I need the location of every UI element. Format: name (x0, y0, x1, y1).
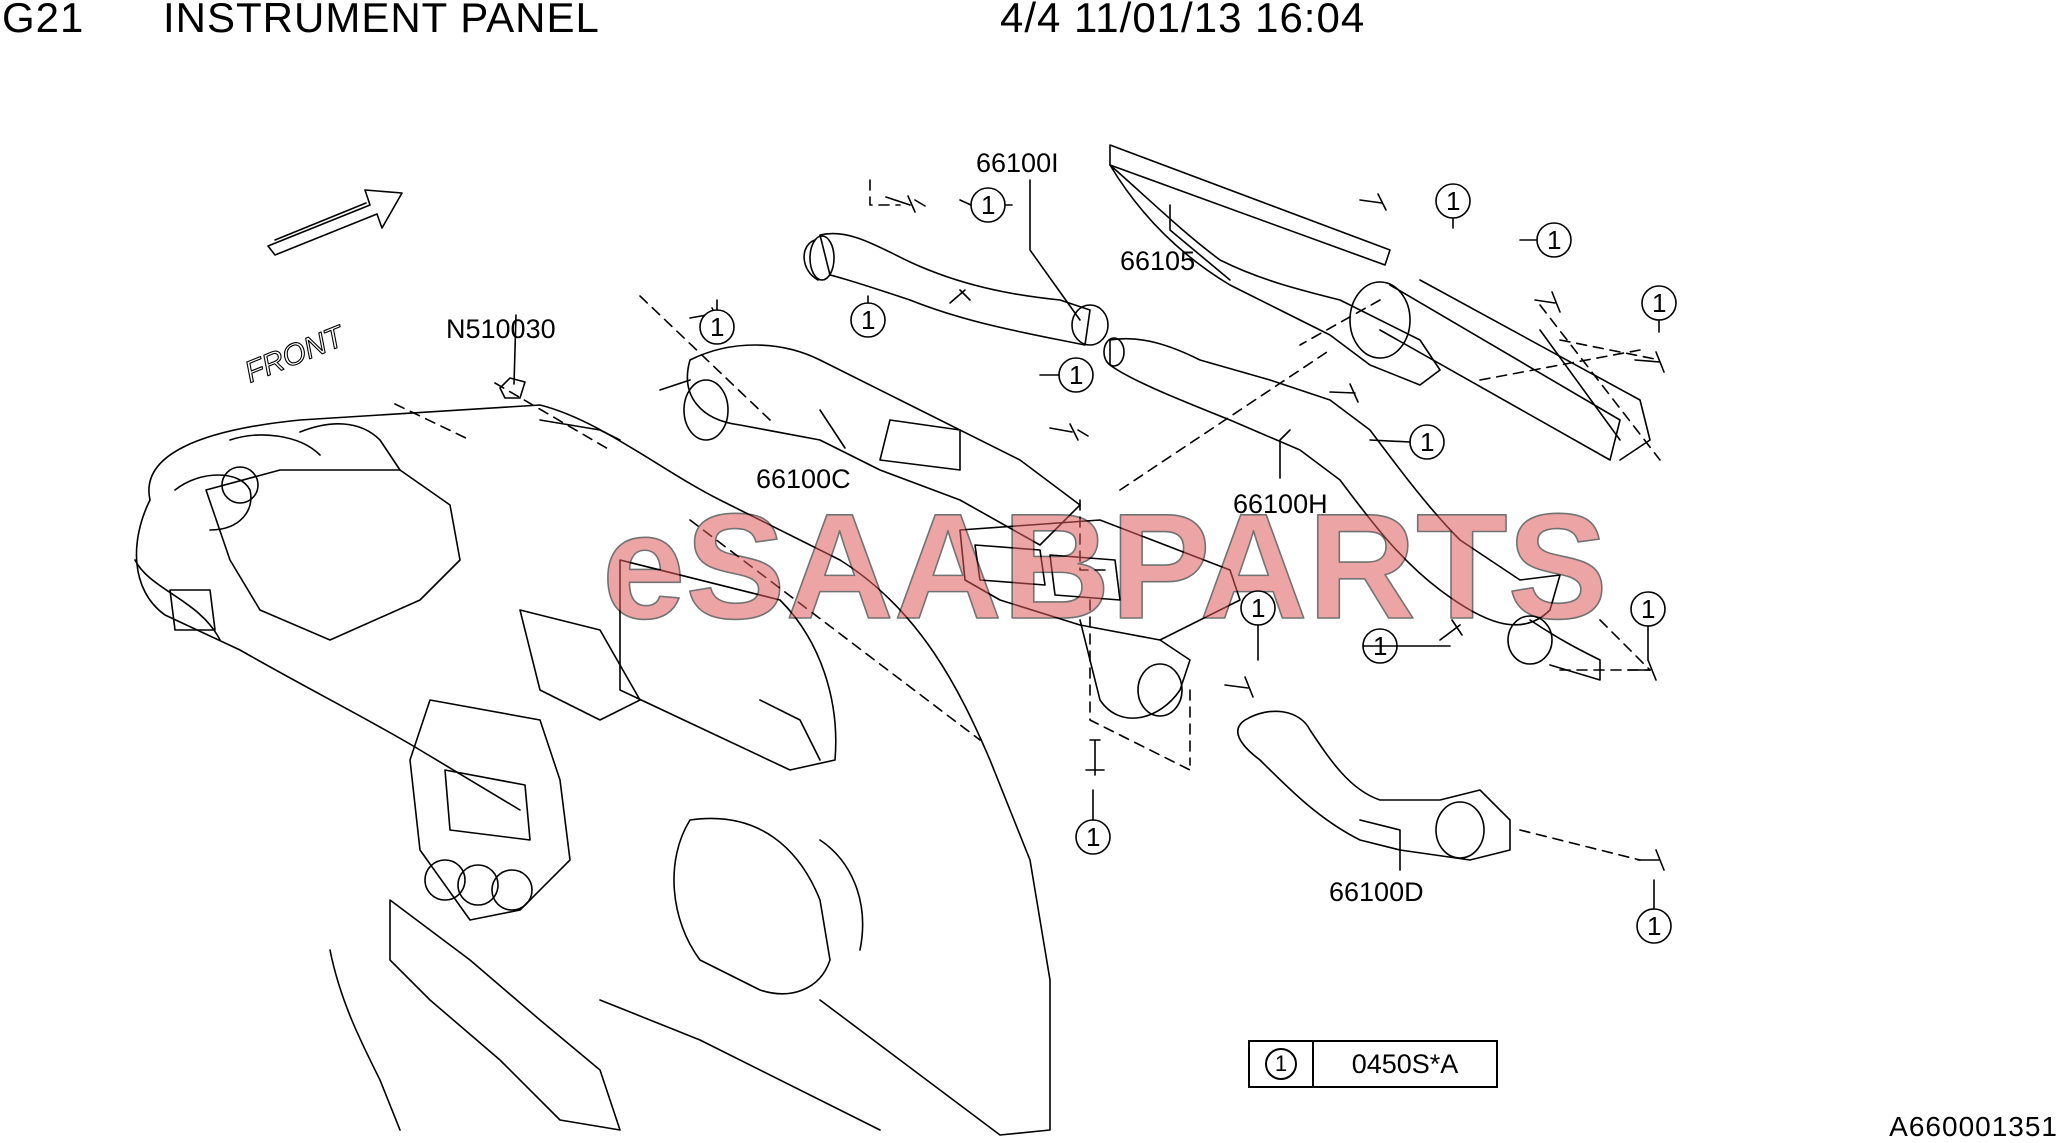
callout-stems (716, 199, 1660, 910)
callout-circle: 1 (1058, 357, 1094, 393)
callout-circle: 1 (1636, 908, 1672, 944)
svg-text:1: 1 (981, 190, 995, 220)
duct-66105 (1109, 144, 1651, 461)
duct-66100c (659, 344, 1081, 546)
page-info: 4/4 11/01/13 16:04 (1000, 0, 1366, 41)
diagram-reference: A660001351 (1889, 1111, 2058, 1142)
watermark: eSAABPARTS (602, 482, 1608, 650)
legend-callout-icon: 1 (1265, 1048, 1297, 1080)
svg-text:1: 1 (1547, 225, 1561, 255)
svg-text:1: 1 (1647, 911, 1661, 941)
clip-n510030 (499, 377, 526, 399)
callout-circle: 1 (1075, 819, 1111, 855)
callout-circle: 1 (1435, 183, 1471, 219)
leader-lines (394, 179, 1661, 861)
part-leaders (513, 179, 1401, 871)
part-label-66100c: 66100C (756, 464, 851, 494)
part-label-66100h: 66100H (1233, 489, 1328, 519)
callout-circle: 1 (1409, 424, 1445, 460)
svg-text:1: 1 (1652, 288, 1666, 318)
callout-circle: 1 (970, 187, 1006, 223)
svg-text:1: 1 (1251, 593, 1265, 623)
legend-callout-cell: 1 (1250, 1042, 1314, 1086)
part-label-66105: 66105 (1120, 246, 1195, 276)
callout-circle: 1 (699, 309, 735, 345)
svg-text:1: 1 (1086, 822, 1100, 852)
callout-circle: 1 (850, 302, 886, 338)
duct-66100d (1237, 710, 1511, 861)
instrument-panel-body (134, 404, 1051, 1136)
legend-part-number: 0450S*A (1351, 1048, 1459, 1079)
part-label-n510030: N510030 (446, 314, 556, 344)
svg-text:1: 1 (1069, 360, 1083, 390)
diagram-code: G21 (2, 0, 85, 41)
svg-text:1: 1 (710, 312, 724, 342)
front-label: FRONT (240, 319, 351, 389)
part-label-66100d: 66100D (1329, 877, 1424, 907)
part-label-66100i: 66100I (976, 148, 1059, 178)
callout-circle: 1 (1641, 285, 1677, 321)
callout-circle: 1 (1630, 591, 1666, 627)
duct-66100i (803, 232, 1109, 346)
legend-table: 1 0450S*A (1248, 1040, 1498, 1088)
svg-text:1: 1 (861, 305, 875, 335)
svg-text:1: 1 (1641, 594, 1655, 624)
callout-circle: 1 (1536, 222, 1572, 258)
callout-circle: 1 (1240, 590, 1276, 626)
svg-text:1: 1 (1446, 186, 1460, 216)
duct-66100h (1103, 337, 1601, 681)
svg-text:1: 1 (1420, 427, 1434, 457)
center-vent (959, 519, 1241, 719)
front-arrow-icon (267, 189, 403, 256)
diagram-title: INSTRUMENT PANEL (163, 0, 600, 41)
